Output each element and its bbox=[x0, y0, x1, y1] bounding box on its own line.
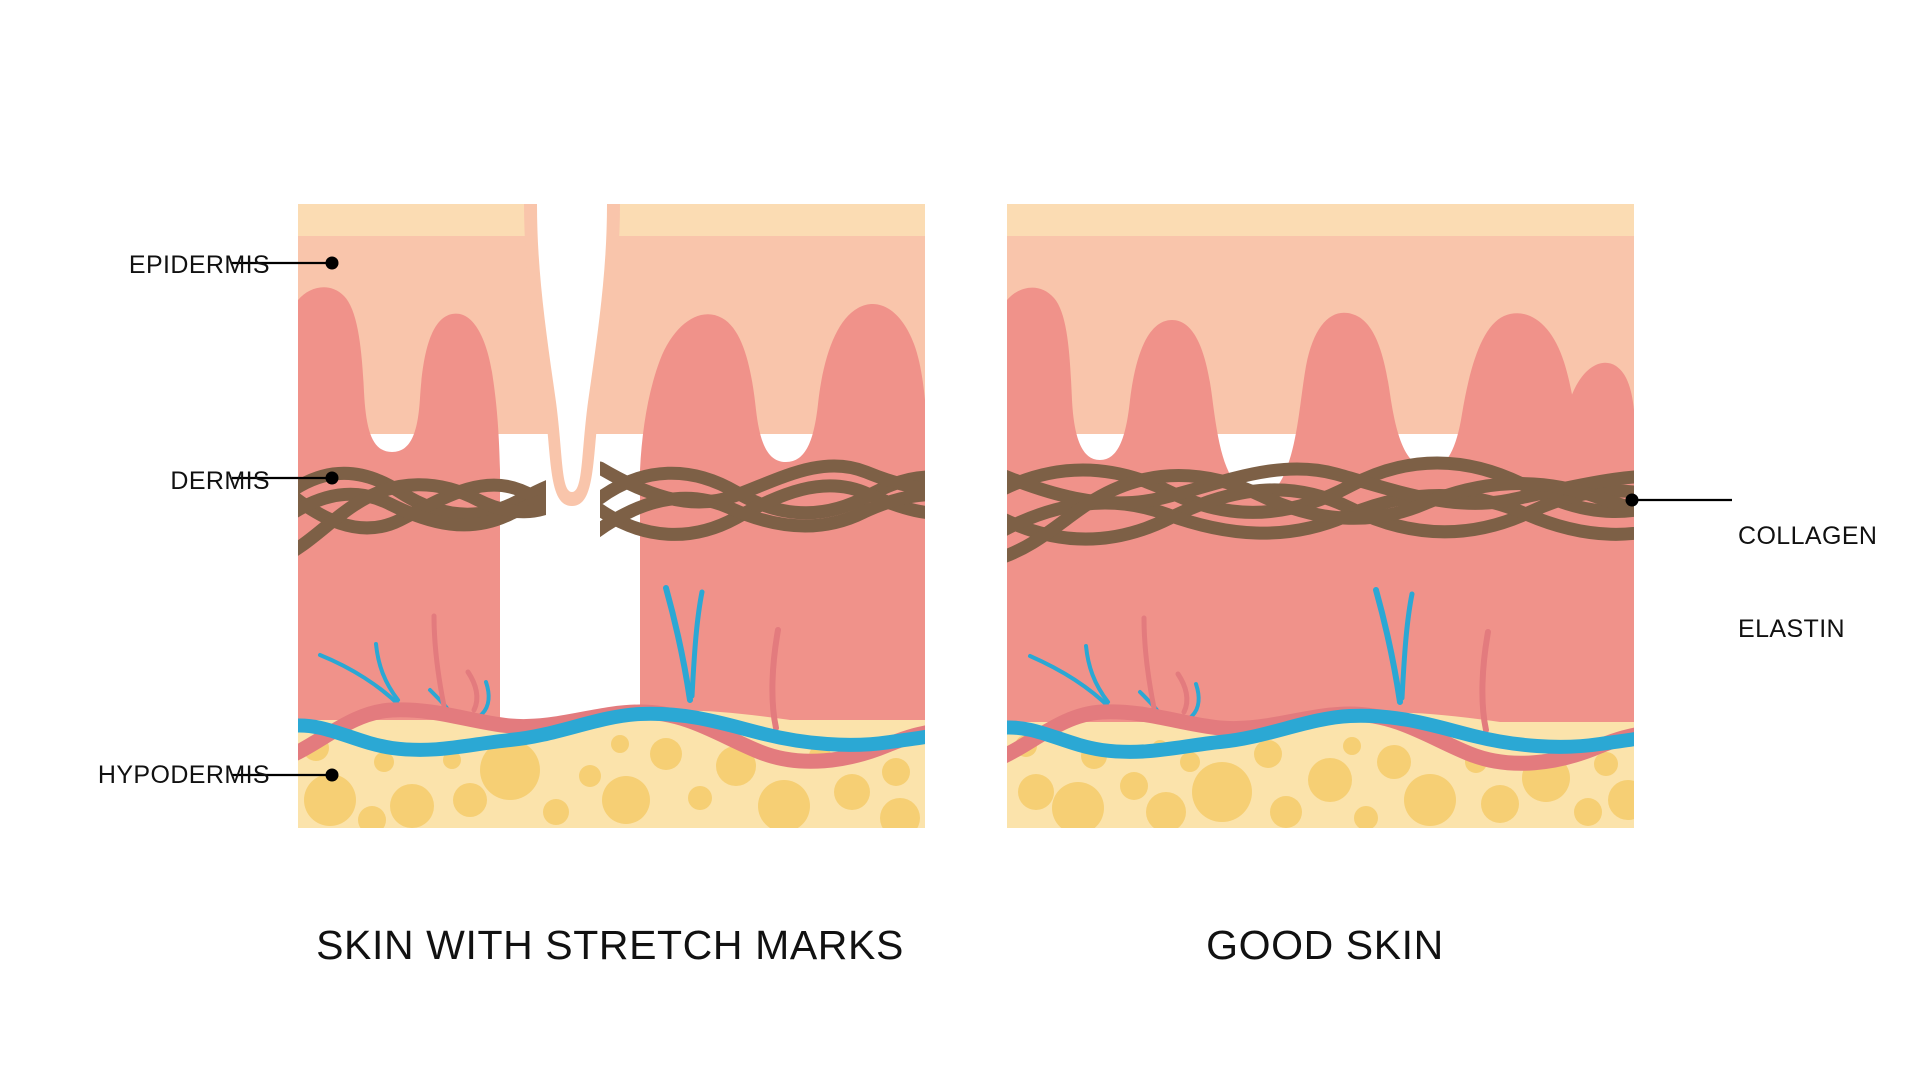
caption-good-skin: GOOD SKIN bbox=[1206, 922, 1444, 968]
panel-skin-with-stretch-marks bbox=[298, 204, 925, 828]
capillary-vein-tall-branch bbox=[689, 589, 705, 699]
collagen-fiber-strand bbox=[298, 487, 546, 532]
capillary-artery-branch bbox=[1141, 615, 1190, 715]
capillary-artery-branch bbox=[431, 613, 480, 713]
label-dermis: DERMIS bbox=[170, 467, 270, 495]
annotation-leaders bbox=[232, 261, 1732, 777]
leader-dot-collagen-elastin-icon bbox=[1625, 493, 1639, 507]
panel-good-skin bbox=[1007, 204, 1634, 828]
collagen-fiber-strand bbox=[600, 479, 925, 541]
collagen-elastin-fibers-right bbox=[1007, 456, 1634, 563]
leader-dot-epidermis-icon bbox=[325, 256, 339, 270]
capillary-artery-tall bbox=[1479, 629, 1491, 733]
capillary-artery-tall bbox=[769, 627, 781, 731]
vein-main-left bbox=[298, 706, 925, 757]
collagen-fiber-strand bbox=[1007, 456, 1634, 519]
collagen-fiber-strand bbox=[600, 459, 925, 509]
label-hypodermis: HYPODERMIS bbox=[97, 761, 270, 789]
dermis-layer-left bbox=[298, 287, 500, 828]
label-collagen-line1: COLLAGEN bbox=[1738, 522, 1878, 550]
caption-skin-with-stretch-marks: SKIN WITH STRETCH MARKS bbox=[316, 922, 904, 968]
capillary-vein-tall-branch bbox=[1399, 591, 1415, 701]
label-collagen-elastin: COLLAGEN ELASTIN bbox=[1738, 459, 1920, 676]
collagen-fiber-strand bbox=[298, 478, 546, 556]
blood-vessels-right bbox=[1007, 587, 1634, 771]
label-epidermis: EPIDERMIS bbox=[128, 251, 270, 279]
label-elastin-line2: ELASTIN bbox=[1738, 615, 1845, 643]
collagen-elastin-fibers-left bbox=[298, 459, 925, 556]
leader-dot-dermis-icon bbox=[325, 471, 339, 485]
capillary-vein-tall bbox=[1373, 587, 1403, 705]
stretch-mark-groove-inner bbox=[537, 204, 607, 492]
annotation-dots bbox=[325, 256, 1639, 782]
dermis-layer-left-right-side bbox=[640, 304, 925, 828]
leader-dot-hypodermis-icon bbox=[325, 768, 339, 782]
stratum-corneum-right bbox=[1007, 204, 1634, 236]
collagen-fiber-strand bbox=[1007, 469, 1634, 563]
collagen-fiber-strand bbox=[600, 488, 925, 538]
blood-vessels-left bbox=[298, 585, 925, 769]
vein-main-right bbox=[1007, 708, 1634, 759]
capillary-vein-tall bbox=[663, 585, 693, 703]
